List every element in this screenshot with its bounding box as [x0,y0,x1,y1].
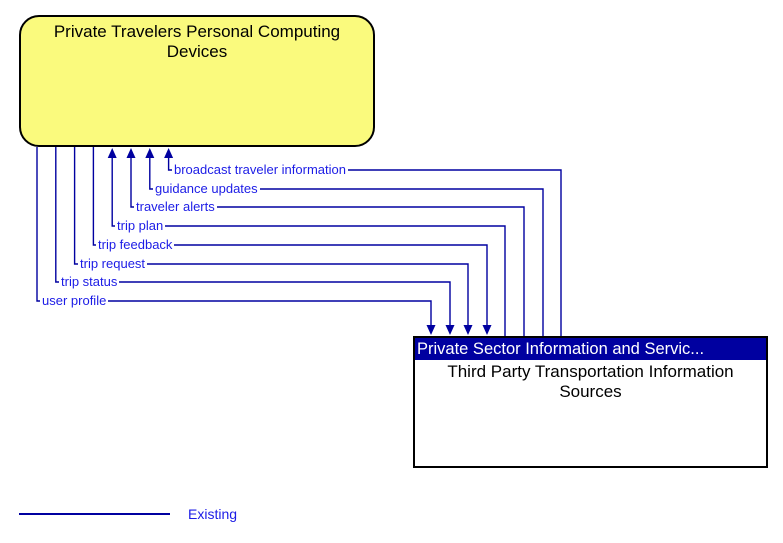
down-arrow-icon [445,325,455,335]
entity-group-header: Private Sector Information and Servic... [415,338,766,360]
flow-line-trip-feedback [92,147,488,333]
flow-label-user-profile[interactable]: user profile [40,292,109,309]
down-arrow-icon [463,325,473,335]
up-arrow-icon [107,148,117,158]
legend-existing-label: Existing [188,506,238,522]
flow-label-broadcast-traveler-information[interactable]: broadcast traveler information [172,161,348,178]
flow-label-trip-request[interactable]: trip request [78,255,148,272]
flow-label-guidance-updates[interactable]: guidance updates [153,180,260,197]
flow-label-trip-status[interactable]: trip status [59,273,120,290]
flow-line-trip-status [55,147,451,333]
up-arrow-icon [145,148,155,158]
down-arrow-icon [482,325,492,335]
flow-label-traveler-alerts[interactable]: traveler alerts [134,198,217,215]
down-arrow-icon [426,325,436,335]
flow-line-broadcast-traveler-information [167,150,562,336]
up-arrow-icon [164,148,174,158]
flow-line-user-profile [36,147,432,333]
flow-line-trip-request [73,147,469,333]
entity-box-third-party-information-sources[interactable]: Private Sector Information and Servic...… [413,336,768,468]
flow-line-guidance-updates [149,150,544,336]
flow-label-trip-feedback[interactable]: trip feedback [96,236,175,253]
entity-title: Third Party Transportation Information S… [447,362,734,402]
legend-existing-line [19,513,170,515]
flow-label-trip-plan[interactable]: trip plan [115,217,166,234]
flow-line-traveler-alerts [130,150,525,336]
up-arrow-icon [126,148,136,158]
entity-box-personal-computing-devices[interactable]: Private Travelers Personal Computing Dev… [19,15,375,147]
flow-line-trip-plan [111,150,506,336]
entity-title: Private Travelers Personal Computing Dev… [53,22,341,62]
